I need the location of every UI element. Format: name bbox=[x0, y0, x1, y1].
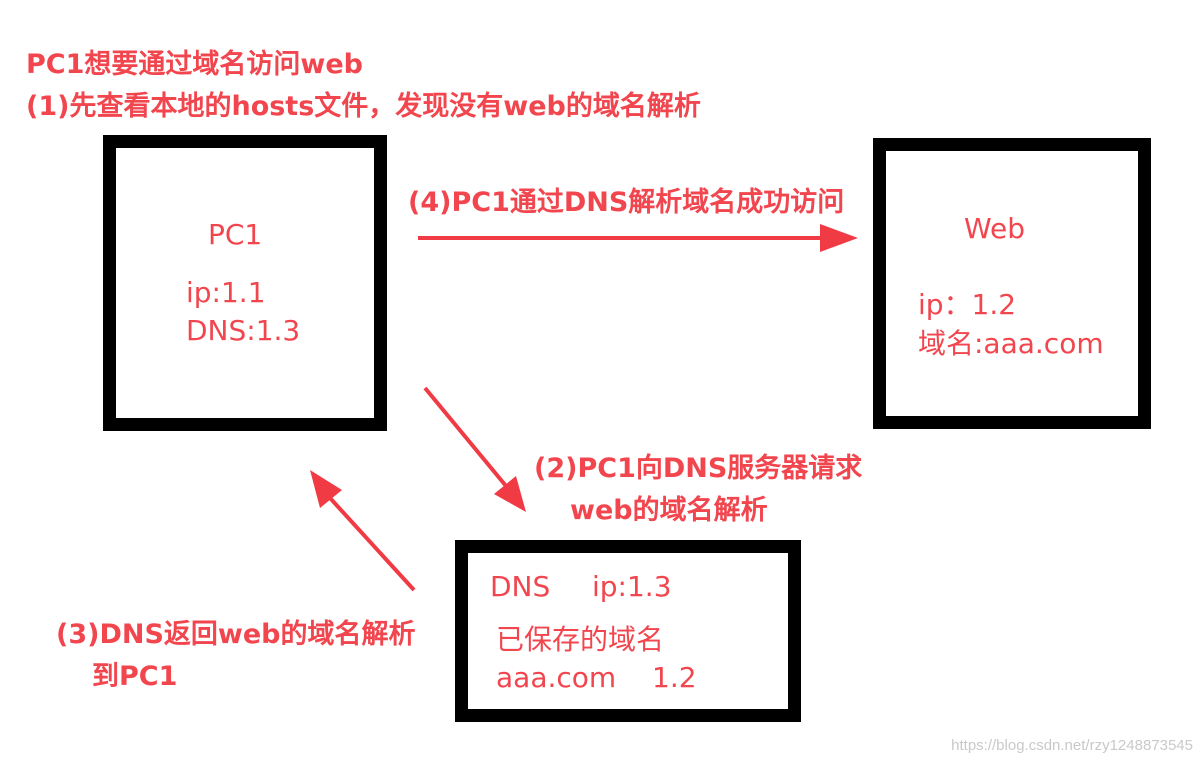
pc1-ip: ip:1.1 bbox=[186, 276, 266, 309]
pc1-box bbox=[103, 135, 387, 431]
step-3-text-line2: 到PC1 bbox=[92, 661, 178, 692]
step-4-text: (4)PC1通过DNS解析域名成功访问 bbox=[408, 187, 845, 218]
web-box bbox=[873, 138, 1151, 429]
dns-record-ip: 1.2 bbox=[652, 661, 697, 694]
pc1-dns: DNS:1.3 bbox=[186, 314, 301, 347]
dns-saved-label: 已保存的域名 bbox=[496, 623, 665, 656]
step-1-text: (1)先查看本地的hosts文件，发现没有web的域名解析 bbox=[26, 91, 701, 122]
dns-record-domain: aaa.com bbox=[496, 661, 617, 694]
arrow-dns-to-pc1 bbox=[310, 470, 416, 592]
step-3-text-line1: (3)DNS返回web的域名解析 bbox=[56, 619, 416, 650]
dns-box bbox=[455, 540, 801, 722]
web-domain: 域名:aaa.com bbox=[918, 327, 1104, 360]
watermark: https://blog.csdn.net/rzy1248873545 bbox=[951, 737, 1193, 754]
intro-title: PC1想要通过域名访问web bbox=[26, 49, 363, 80]
step-2-text-line1: (2)PC1向DNS服务器请求 bbox=[534, 453, 863, 484]
arrow-pc1-to-web bbox=[418, 224, 858, 252]
pc1-title: PC1 bbox=[208, 218, 263, 251]
dns-ip: ip:1.3 bbox=[592, 570, 672, 603]
web-title: Web bbox=[964, 212, 1026, 245]
arrow-pc1-to-dns bbox=[423, 386, 526, 512]
step-2-text-line2: web的域名解析 bbox=[570, 495, 768, 526]
dns-title: DNS bbox=[490, 570, 551, 603]
web-ip: ip：1.2 bbox=[918, 288, 1017, 321]
